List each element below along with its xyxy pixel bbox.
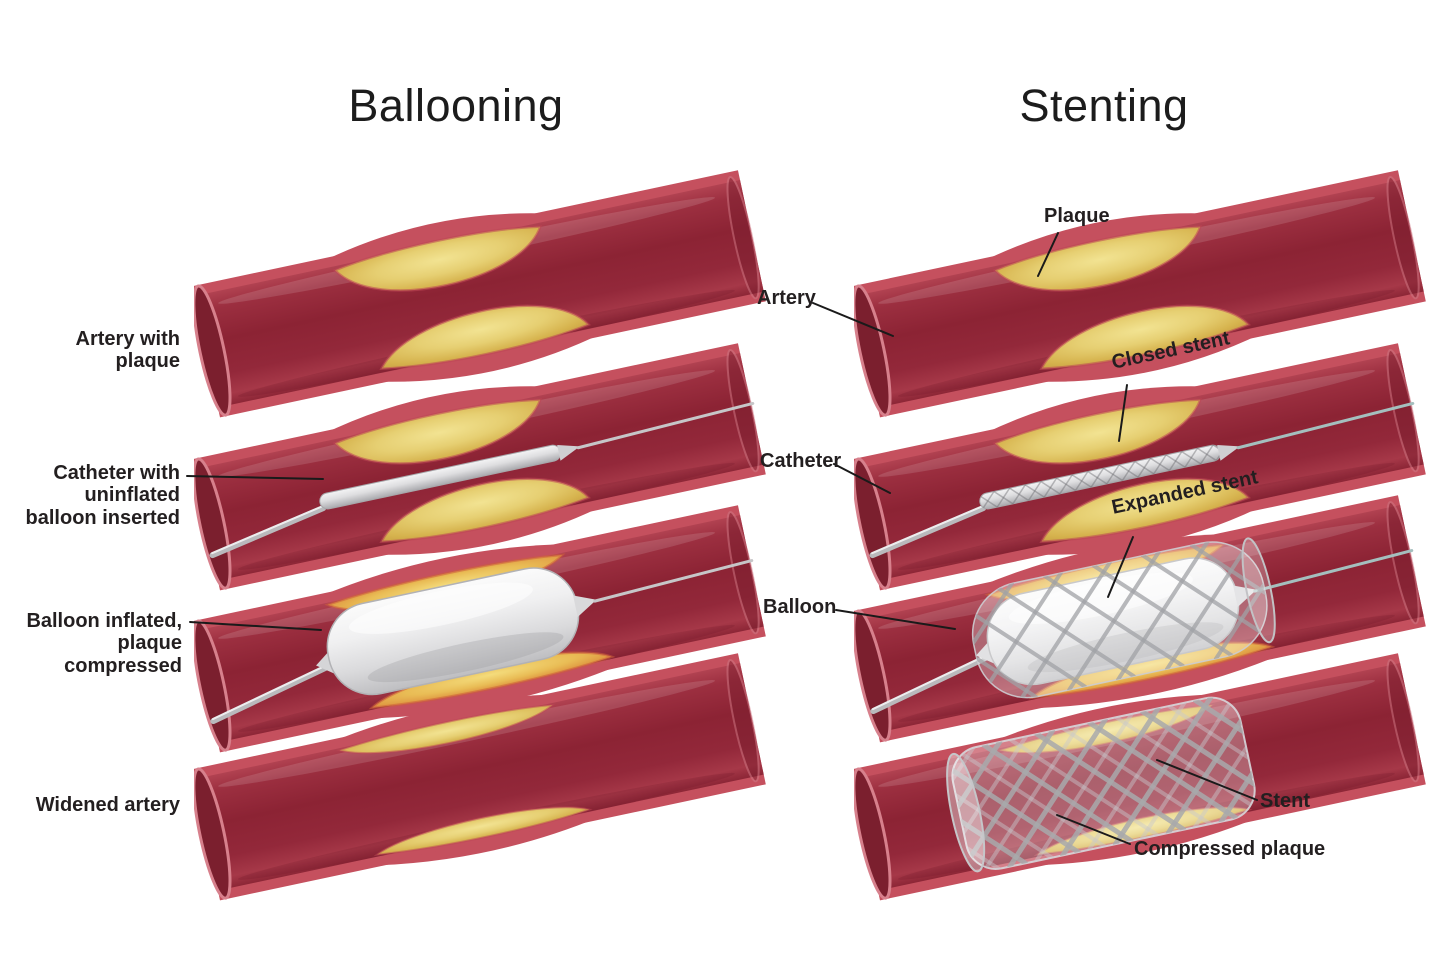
label-balloon: Balloon (763, 596, 837, 618)
stenting-closed-stent-illustration (852, 330, 1429, 606)
label-plaque: Plaque (1044, 205, 1110, 227)
ballooning-catheter-inserted-illustration (192, 330, 770, 606)
label-catheter-with-uninflated-balloon: Catheter with uninflated balloon inserte… (25, 462, 180, 529)
stenting-title: Stenting (1019, 80, 1189, 131)
ballooning-balloon-inflated-illustration (192, 492, 770, 768)
ballooning-title: Ballooning (348, 80, 564, 131)
label-balloon-inflated: Balloon inflated, plaque compressed (26, 610, 182, 677)
ballooning-widened-artery-illustration (192, 640, 770, 916)
label-artery-with-plaque: Artery with plaque (75, 328, 180, 373)
label-artery: Artery (757, 287, 816, 309)
label-widened-artery: Widened artery (35, 794, 180, 816)
label-catheter: Catheter (760, 450, 842, 472)
stenting-stent-implanted-illustration (852, 640, 1429, 916)
stenting-artery-with-plaque-illustration (852, 157, 1429, 433)
label-stent: Stent (1260, 790, 1310, 812)
label-compressed-plaque: Compressed plaque (1134, 838, 1326, 860)
ballooning-artery-with-plaque-illustration (192, 157, 770, 433)
